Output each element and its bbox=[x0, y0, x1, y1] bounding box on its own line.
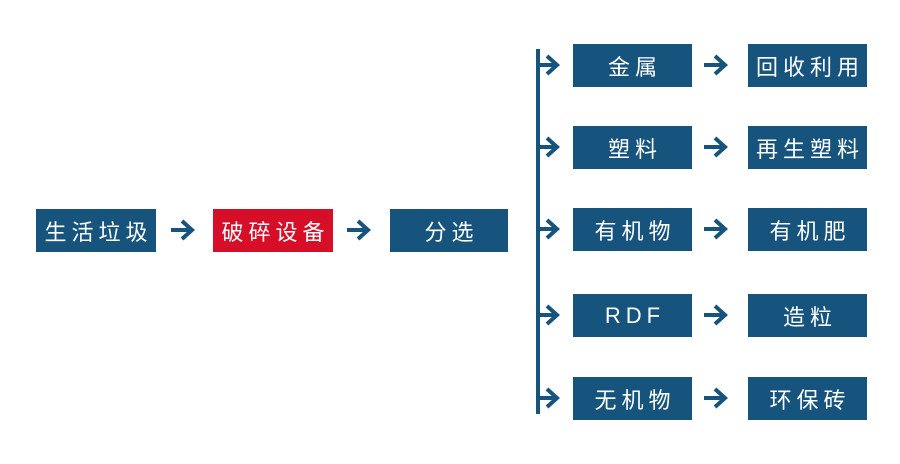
node-metal: 金属 bbox=[573, 44, 692, 87]
node-rdf: RDF bbox=[573, 294, 692, 337]
arrow-right-icon bbox=[703, 216, 729, 242]
node-recycling: 回收利用 bbox=[748, 44, 867, 87]
arrow-right-icon bbox=[537, 52, 561, 78]
arrow-right-icon bbox=[703, 52, 729, 78]
node-organic-fertilizer: 有机肥 bbox=[748, 208, 867, 251]
arrow-right-icon bbox=[703, 302, 729, 328]
node-inorganic-matter: 无机物 bbox=[573, 377, 692, 420]
arrow-right-icon bbox=[703, 134, 729, 160]
arrow-right-icon bbox=[537, 302, 561, 328]
arrow-right-icon bbox=[170, 217, 196, 243]
arrow-right-icon bbox=[703, 385, 729, 411]
arrow-right-icon bbox=[537, 216, 561, 242]
arrow-right-icon bbox=[537, 385, 561, 411]
node-plastic: 塑料 bbox=[573, 126, 692, 169]
arrow-right-icon bbox=[346, 217, 372, 243]
arrow-right-icon bbox=[537, 134, 561, 160]
node-organic-matter: 有机物 bbox=[573, 208, 692, 251]
node-household-waste: 生活垃圾 bbox=[36, 209, 156, 252]
node-eco-brick: 环保砖 bbox=[748, 377, 867, 420]
node-crushing-equipment: 破碎设备 bbox=[213, 209, 333, 252]
node-recycled-plastic: 再生塑料 bbox=[748, 126, 867, 169]
branch-trunk-line bbox=[536, 49, 540, 414]
node-granulation: 造粒 bbox=[748, 294, 867, 337]
node-sorting: 分选 bbox=[390, 209, 508, 252]
